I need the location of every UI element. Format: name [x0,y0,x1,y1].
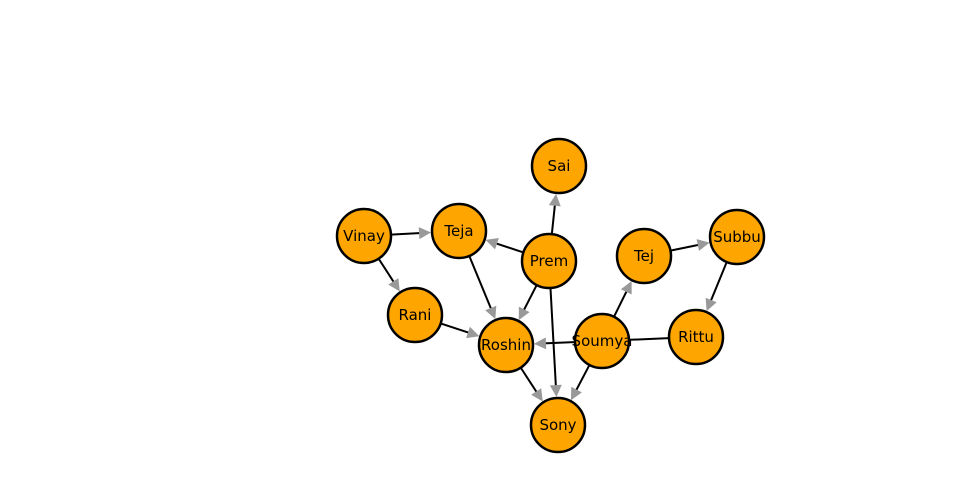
arrowhead-icon [570,386,582,401]
arrowhead-icon [549,384,562,398]
node-subbu[interactable]: Subbu [708,208,766,266]
node-label: Tej [633,247,654,265]
node-sony[interactable]: Sony [529,396,587,454]
arrowhead-icon [485,237,499,250]
node-circle[interactable] [667,308,725,366]
edge-teja-roshin [468,255,493,311]
node-circle[interactable] [708,208,766,266]
node-tej[interactable]: Tej [615,227,673,285]
node-circle[interactable] [335,207,393,265]
node-circle[interactable] [530,137,588,195]
node-label: Roshin [481,336,531,354]
arrowhead-icon [518,306,530,321]
arrowhead-icon [418,227,432,240]
node-soumya[interactable]: Soumya [572,312,633,370]
arrowhead-icon [620,281,632,295]
edge-tej-subbu [670,243,700,252]
node-teja[interactable]: Teja [430,202,488,260]
node-circle[interactable] [573,312,631,370]
node-vinay[interactable]: Vinay [335,207,393,265]
node-circle[interactable] [430,202,488,260]
node-label: Teja [443,222,473,240]
arrowhead-icon [531,388,543,402]
edge-subbu-rittu [709,261,728,303]
node-circle[interactable] [386,286,444,344]
edge-soumya-tej [613,289,629,318]
arrowhead-icon [548,193,561,207]
edge-prem-teja [494,242,524,254]
node-rittu[interactable]: Rittu [667,308,725,366]
edge-vinay-teja [390,231,422,236]
arrowhead-icon [388,278,400,292]
node-circle[interactable] [520,232,578,290]
node-rani[interactable]: Rani [386,286,444,344]
node-label: Sony [539,416,576,434]
edge-prem-sony [549,287,557,388]
arrowhead-icon [696,239,710,251]
node-circle[interactable] [615,227,673,285]
edge-prem-sai [550,203,557,235]
edge-rani-roshin [440,322,471,335]
node-label: Vinay [343,227,385,245]
arrowhead-icon [466,326,480,339]
node-prem[interactable]: Prem [520,232,578,290]
node-roshin[interactable]: Roshin [477,316,535,374]
node-circle[interactable] [529,396,587,454]
arrowhead-icon [533,337,547,350]
node-label: Prem [530,252,568,270]
node-label: Rittu [678,328,714,346]
edge-vinay-rani [377,258,396,284]
edge-prem-roshin [522,284,538,312]
node-label: Soumya [572,332,633,350]
node-sai[interactable]: Sai [530,137,588,195]
edges [377,193,728,402]
node-label: Subbu [713,228,761,246]
node-circle[interactable] [477,316,535,374]
edge-soumya-sony [574,364,591,392]
arrowhead-icon [485,305,497,320]
edge-roshin-sony [519,367,539,394]
arrowhead-icon [705,297,717,312]
node-label: Rani [399,306,432,324]
node-label: Sai [548,157,571,175]
